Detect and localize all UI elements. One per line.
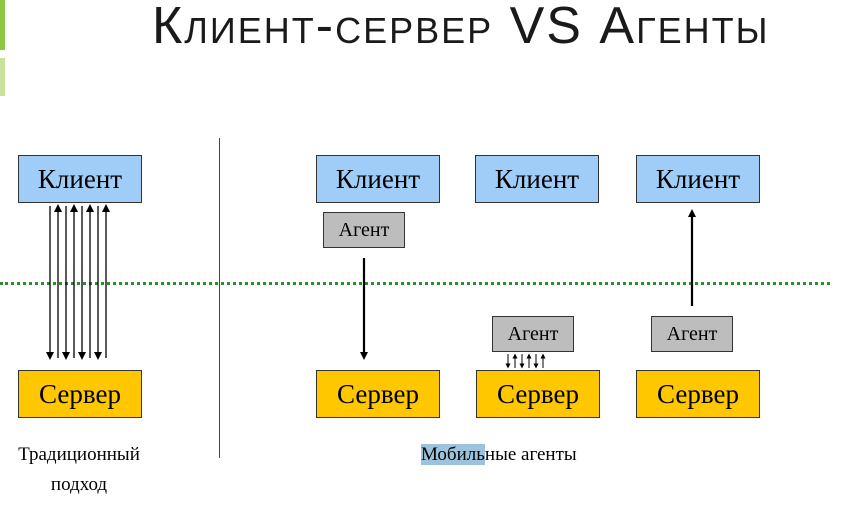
server-box-scenario-1: Сервер	[316, 370, 440, 418]
agent-box-scenario-2: Агент	[492, 316, 574, 352]
client-box-scenario-1: Клиент	[316, 155, 440, 203]
caption-mobile-agents: Мобильные агенты	[421, 440, 577, 470]
caption-traditional-line1: Традиционный	[18, 444, 140, 465]
caption-mobile-highlight: Мобиль	[421, 444, 485, 465]
server-box-traditional: Сервер	[18, 370, 142, 418]
caption-traditional: Традиционный подход	[0, 440, 158, 500]
client-box-scenario-2: Клиент	[475, 155, 599, 203]
server-box-scenario-2: Сервер	[476, 370, 600, 418]
server-box-scenario-3: Сервер	[636, 370, 760, 418]
agent-box-scenario-1: Агент	[323, 212, 405, 248]
accent-bar-top	[0, 0, 5, 50]
slide-title: Клиент-сервер VS Агенты	[152, 0, 770, 55]
client-box-scenario-3: Клиент	[636, 155, 760, 203]
caption-traditional-line2: подход	[50, 474, 108, 495]
local-interaction-arrows	[505, 353, 546, 369]
client-box-traditional: Клиент	[18, 155, 142, 203]
caption-mobile-rest: ные агенты	[484, 444, 577, 465]
agent-box-scenario-3: Агент	[651, 316, 733, 352]
vertical-divider	[219, 138, 220, 458]
accent-bar-bottom	[0, 58, 5, 96]
network-boundary-line	[0, 282, 830, 285]
